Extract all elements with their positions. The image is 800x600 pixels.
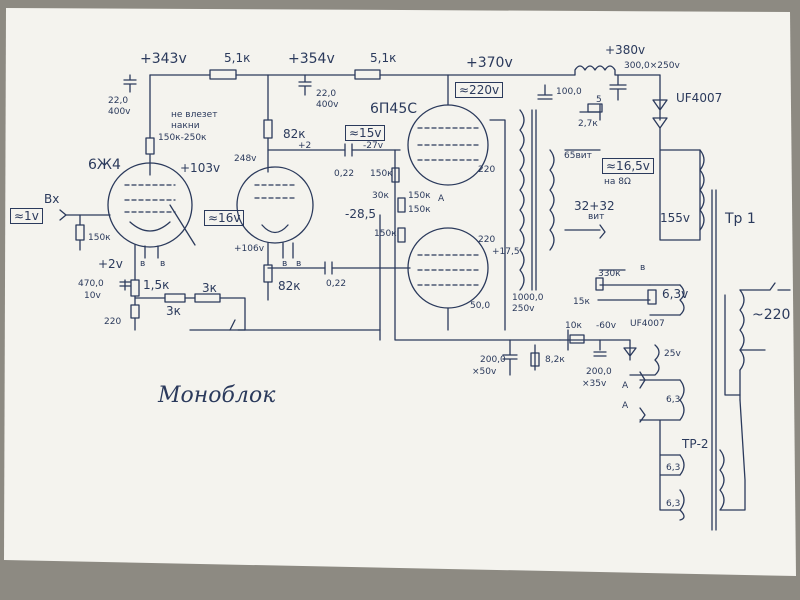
label-c-10v: 10v [84, 291, 101, 301]
label-ac-1: ≈1v [10, 208, 43, 224]
label-r-15k-b: 15к [573, 297, 590, 307]
label-b-plus-370: +370v [466, 55, 513, 71]
label-v-106: +106v [234, 244, 265, 254]
label-v-175: +17,5 [492, 247, 520, 257]
label-c-400-b: 400v [316, 100, 339, 110]
schematic-title: Моноблок [158, 383, 276, 408]
label-r-27k: 2,7к [578, 119, 598, 129]
label-r-51k-a: 5,1к [224, 51, 251, 65]
label-v-plus-2: +2 [298, 141, 312, 151]
label-ac-165: ≈16,5v [602, 158, 654, 174]
label-r-150k-c: 150к [408, 191, 431, 201]
label-r-220-b: 220 [478, 235, 496, 245]
label-b-plus-380: +380v [605, 43, 646, 57]
label-c-50: 50,0 [470, 301, 491, 311]
circuit-lines [59, 65, 791, 531]
label-turns-65: 65вит [564, 151, 592, 161]
label-c-22-b: 22,0 [316, 89, 337, 99]
label-c-50v: ×50v [472, 367, 497, 377]
tube-6zh4 [107, 162, 193, 248]
label-winding-63-c: 6,3 [666, 463, 681, 473]
label-transformer-tr2: ТР-2 [682, 437, 709, 451]
label-c-200-b: 200,0 [586, 367, 612, 377]
label-c-300: 300,0×250v [624, 61, 680, 71]
label-c-022-b: 0,22 [326, 279, 347, 289]
label-r-51k-b: 5,1к [370, 51, 397, 65]
label-turns-3232: 32+32 [574, 199, 615, 213]
label-v-neg-27: -27v [363, 141, 384, 151]
label-tube-6zh4: 6Ж4 [88, 157, 121, 173]
label-winding-63-d: 6,3 [666, 499, 681, 509]
label-uf4007-a: UF4007 [676, 91, 723, 105]
label-b-plus-354: +354v [288, 51, 335, 67]
label-c-400-a: 400v [108, 107, 131, 117]
label-r-330k: 330к [598, 269, 621, 279]
label-pin-a-2: А [622, 401, 629, 411]
label-c5: 5 [596, 95, 602, 105]
label-v-plus-2v: +2v [98, 257, 123, 271]
label-input: Вх [44, 192, 60, 206]
label-uf4007-b: UF4007 [630, 319, 665, 329]
label-r-82k-c: 8,2к [545, 355, 565, 365]
label-r-10k: 10к [565, 321, 582, 331]
label-transformer-tr1: Тр 1 [725, 211, 756, 227]
label-v-103: +103v [180, 161, 221, 175]
label-turns-vit: вит [588, 212, 605, 222]
label-pin-b-2: в [160, 259, 166, 269]
label-pin-b-5: в [640, 263, 646, 273]
label-r-82k-a: 82к [283, 127, 306, 141]
label-ac-15: ≈15v [345, 125, 386, 141]
label-r-150k-b: 150к [370, 169, 393, 179]
label-r-3k-a: 3к [166, 304, 181, 318]
label-load-8ohm: на 8Ω [604, 177, 631, 187]
label-r-150k-input: 150к [88, 233, 111, 243]
tube-driver [236, 166, 314, 244]
label-winding-63-b: 6,3 [666, 395, 681, 405]
label-pin-b-1: в [140, 259, 146, 269]
label-pin-b-3: в [282, 259, 288, 269]
label-r-150k-d: 150к [408, 205, 431, 215]
label-winding-155: 155v [660, 211, 691, 225]
label-pin-a-1: А [622, 381, 629, 391]
label-mains-220: ~220 [752, 307, 791, 323]
label-v-248: 248v [234, 154, 257, 164]
label-c-100: 100,0 [556, 87, 582, 97]
label-c-022-a: 0,22 [334, 169, 355, 179]
label-v-neg-285: -28,5 [345, 207, 377, 221]
label-r-220-a: 220 [478, 165, 496, 175]
label-r-15k: 1,5к [143, 278, 170, 292]
label-r-150k: 150к-250к [158, 133, 207, 143]
label-note-2: накни [171, 121, 200, 131]
label-ac-16: ≈16v [204, 210, 245, 226]
label-c-250v: 250v [512, 304, 535, 314]
label-r-220: 220 [104, 317, 122, 327]
label-r-30k: 30к [372, 191, 389, 201]
label-winding-25: 25v [664, 349, 681, 359]
label-v-neg-60: -60v [596, 321, 617, 331]
label-r-150k-e: 150к [374, 229, 397, 239]
label-winding-63-a: 6,3v [662, 287, 689, 301]
label-r-82k-b: 82к [278, 279, 301, 293]
label-c-35v: ×35v [582, 379, 607, 389]
label-c-22-a: 22,0 [108, 96, 129, 106]
label-pin-b-4: в [296, 259, 302, 269]
label-note-1: не влезет [171, 110, 218, 120]
label-r-3k-b: 3к [202, 281, 217, 295]
label-c-470: 470,0 [78, 279, 104, 289]
label-b-plus-343: +343v [140, 51, 187, 67]
label-tube-6p45s: 6П45С [370, 101, 418, 117]
label-ac-220: ≈220v [455, 82, 504, 98]
label-c-200-a: 200,0 [480, 355, 506, 365]
label-pin-a-3: А [438, 194, 445, 204]
label-c-1000: 1000,0 [512, 293, 544, 303]
